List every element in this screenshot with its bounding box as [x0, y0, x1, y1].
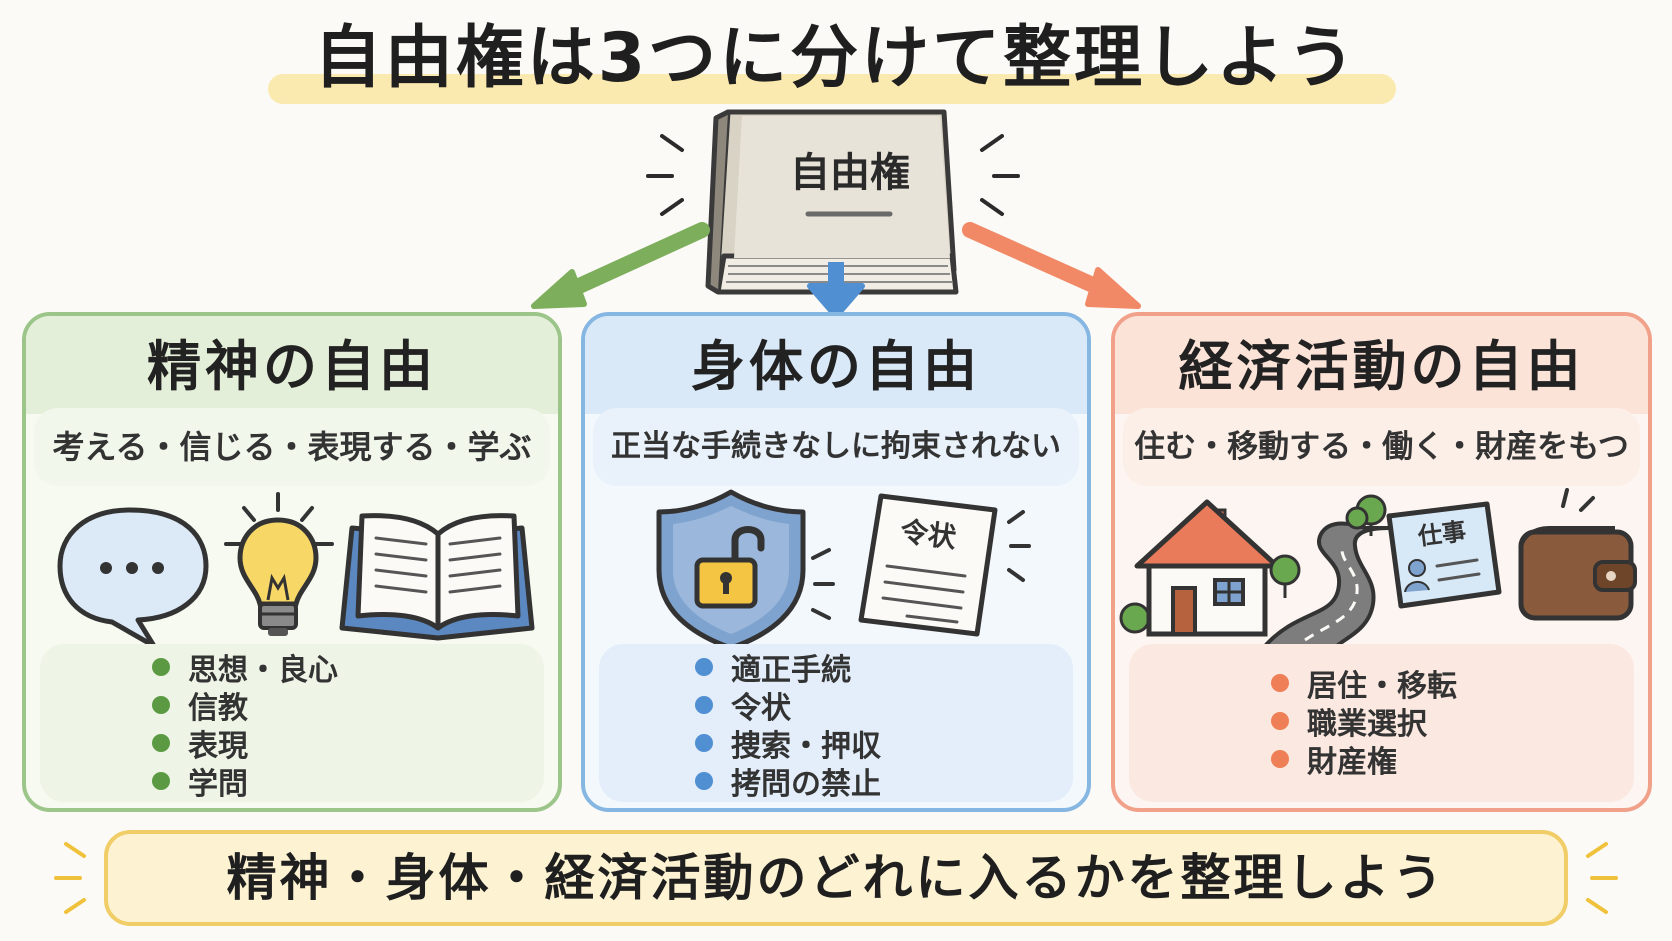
item-list: 居住・移転 職業選択 財産権	[1129, 644, 1634, 802]
bullet-dot-icon	[152, 734, 170, 752]
list-item: 拷問の禁止	[695, 762, 1087, 802]
house-icon	[1119, 499, 1280, 637]
bullet-dot-icon	[1271, 750, 1289, 768]
panel-title: 経済活動の自由	[1178, 335, 1585, 398]
panel-header: 精神の自由	[26, 316, 558, 414]
panel-illustration	[57, 492, 535, 648]
list-item: 財産権	[1271, 740, 1648, 780]
burst-lines-icon	[1007, 510, 1031, 582]
footer-burst-lines	[54, 842, 1618, 914]
bullet-dot-icon	[695, 734, 713, 752]
burst-lines-left-icon	[646, 134, 684, 216]
item-list: 思想・良心 信教 表現 学問	[40, 644, 544, 802]
arrow-green-icon	[531, 222, 710, 309]
book-label: 自由権	[790, 150, 910, 196]
item-list: 適正手続 令状 捜索・押収 拷問の禁止	[599, 644, 1073, 802]
wallet-icon	[1518, 488, 1637, 621]
bullet-dot-icon	[152, 696, 170, 714]
panel-physical-freedom: 身体の自由 正当な手続きなしに拘束されない 令状	[581, 312, 1091, 812]
speech-bubble-icon	[57, 507, 209, 648]
burst-lines-right-icon	[1586, 842, 1618, 914]
panel-title: 身体の自由	[691, 335, 981, 398]
footer-text: 精神・身体・経済活動のどれに入るかを整理しよう	[226, 849, 1446, 907]
list-item: 職業選択	[1271, 702, 1648, 742]
burst-lines-icon	[811, 548, 835, 620]
warrant-document-icon: 令状	[858, 493, 998, 637]
shield-unlock-icon	[656, 489, 806, 648]
bullet-dot-icon	[695, 658, 713, 676]
bullet-dot-icon	[695, 696, 713, 714]
panel-header: 身体の自由	[585, 316, 1087, 414]
panel-economic-freedom: 経済活動の自由 住む・移動する・働く・財産をもつ 仕事	[1111, 312, 1652, 812]
arrow-orange-icon	[962, 222, 1141, 309]
panel-subtitle: 考える・信じる・表現する・学ぶ	[34, 408, 550, 486]
burst-lines-left-icon	[54, 842, 86, 914]
bullet-dot-icon	[695, 772, 713, 790]
panel-illustration: 仕事	[1119, 488, 1637, 648]
book-icon	[705, 109, 959, 295]
warrant-label: 令状	[898, 515, 959, 555]
top-illustration	[531, 109, 1141, 319]
lightbulb-icon	[224, 492, 334, 636]
open-book-icon	[339, 513, 535, 641]
job-card-label: 仕事	[1416, 517, 1468, 551]
panel-subtitle: 正当な手続きなしに拘束されない	[593, 408, 1079, 486]
list-item: 捜索・押収	[695, 724, 1087, 764]
list-item: 居住・移転	[1271, 664, 1648, 704]
list-item: 表現	[152, 724, 558, 764]
page-title: 自由権は3つに分けて整理しよう	[313, 19, 1359, 98]
bullet-dot-icon	[1271, 712, 1289, 730]
burst-lines-right-icon	[980, 134, 1020, 216]
list-item: 学問	[152, 762, 558, 802]
list-item: 適正手続	[695, 648, 1087, 688]
panel-header: 経済活動の自由	[1115, 316, 1648, 414]
bullet-dot-icon	[1271, 674, 1289, 692]
footer-banner: 精神・身体・経済活動のどれに入るかを整理しよう	[104, 830, 1568, 926]
list-item: 令状	[695, 686, 1087, 726]
road-icon	[1263, 494, 1391, 648]
bullet-dot-icon	[152, 772, 170, 790]
panel-subtitle: 住む・移動する・働く・財産をもつ	[1123, 408, 1640, 486]
panel-illustration: 令状	[656, 489, 1031, 648]
list-item: 信教	[152, 686, 558, 726]
job-card-icon: 仕事	[1386, 501, 1502, 609]
arrow-blue-icon	[807, 262, 865, 319]
bullet-dot-icon	[152, 658, 170, 676]
title-highlight	[268, 74, 1396, 104]
panel-title: 精神の自由	[147, 335, 437, 398]
panel-mental-freedom: 精神の自由 考える・信じる・表現する・学ぶ	[22, 312, 562, 812]
list-item: 思想・良心	[152, 648, 558, 688]
